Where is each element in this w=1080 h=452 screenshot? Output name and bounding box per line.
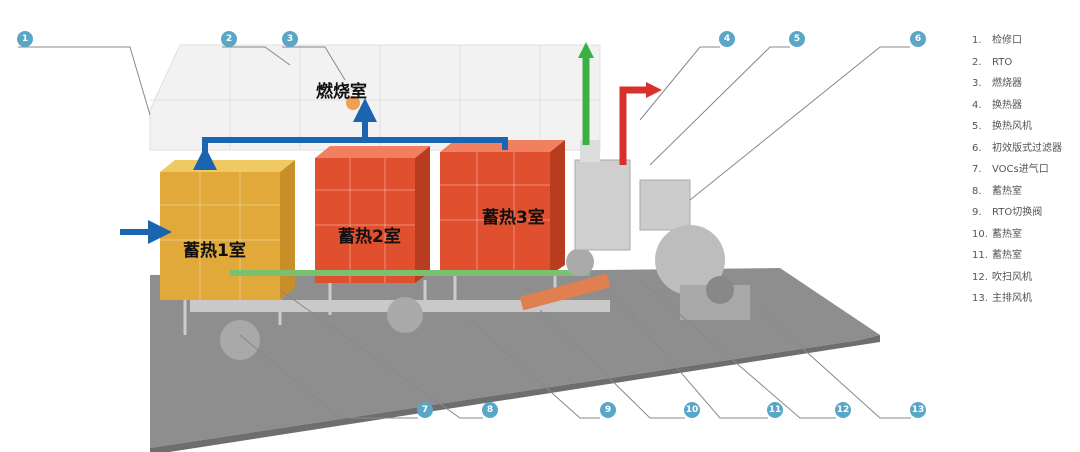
legend-num: 10. [972,228,988,240]
legend-item: 9. RTO切换阀 [972,202,1062,224]
legend-text: 蓄热室 [992,228,1022,240]
burner [346,96,360,110]
callout-badge-8: 8 [482,402,498,418]
legend-text: 蓄热室 [992,185,1022,197]
chamber-3 [440,140,565,275]
callout-badge-10: 10 [684,402,700,418]
legend-text: 初效版式过滤器 [992,142,1062,154]
legend-num: 4. [972,99,982,111]
legend-num: 1. [972,35,982,46]
chamber-2 [315,146,430,283]
legend-item: 1. 检修口 [972,30,1062,52]
callout-badge-3: 3 [282,31,298,47]
callout-badge-6: 6 [910,31,926,47]
legend-num: 11. [972,250,988,261]
legend: 1. 检修口 2. RTO 3. 燃烧器 4. 换热器 5. 换热风机 6. 初效版式过滤器… [972,30,1062,310]
combustion-chamber-label: 燃烧室 [316,82,367,102]
chamber-1 [160,160,295,300]
callout-badge-9: 9 [600,402,616,418]
legend-item: 8. 蓄热室 [972,181,1062,203]
legend-text: RTO切换阀 [992,207,1043,218]
legend-num: 13. [972,293,988,304]
rto-housing [149,44,601,151]
legend-text: 换热风机 [992,121,1032,132]
legend-item: 12. 吹扫风机 [972,267,1062,289]
legend-item: 3. 燃烧器 [972,73,1062,95]
chamber-1-label: 蓄热1室 [183,241,246,261]
legend-item: 7. VOCs进气口 [972,159,1062,181]
callout-badge-11: 11 [767,402,783,418]
legend-num: 8. [972,185,982,197]
heat-exchanger [574,140,691,251]
callout-badge-1: 1 [17,31,33,47]
chamber-3-label: 蓄热3室 [482,208,545,228]
legend-num: 6. [972,142,982,154]
legend-text: 燃烧器 [992,78,1022,89]
legend-num: 12. [972,271,988,283]
legend-text: 检修口 [992,35,1022,46]
legend-item: 13. 主排风机 [972,288,1062,310]
chamber-2-label: 蓄热2室 [338,227,401,247]
legend-num: 3. [972,78,982,89]
legend-text: 换热器 [992,99,1022,111]
main-exhaust-fan [655,225,750,320]
callout-badge-7: 7 [417,402,433,418]
legend-text: 蓄热室 [992,250,1022,261]
ducting [190,248,611,360]
legend-num: 9. [972,207,982,218]
callout-badge-12: 12 [835,402,851,418]
legend-item: 4. 换热器 [972,95,1062,117]
legend-num: 7. [972,164,982,175]
legend-item: 10. 蓄热室 [972,224,1062,246]
legend-text: 主排风机 [992,293,1032,304]
legend-item: 5. 换热风机 [972,116,1062,138]
callout-badge-13: 13 [910,402,926,418]
legend-text: 吹扫风机 [992,271,1032,283]
callout-badge-2: 2 [221,31,237,47]
flow-arrows-blue [120,98,508,244]
leader-lines [18,46,911,419]
legend-item: 11. 蓄热室 [972,245,1062,267]
legend-num: 5. [972,121,982,132]
callout-badge-5: 5 [789,31,805,47]
legend-text: RTO [992,56,1013,68]
legend-text: VOCs进气口 [992,164,1049,175]
exhaust-arrow-red [619,86,648,165]
legend-item: 6. 初效版式过滤器 [972,138,1062,160]
legend-num: 2. [972,56,982,68]
legend-item: 2. RTO [972,52,1062,74]
callout-badge-4: 4 [719,31,735,47]
